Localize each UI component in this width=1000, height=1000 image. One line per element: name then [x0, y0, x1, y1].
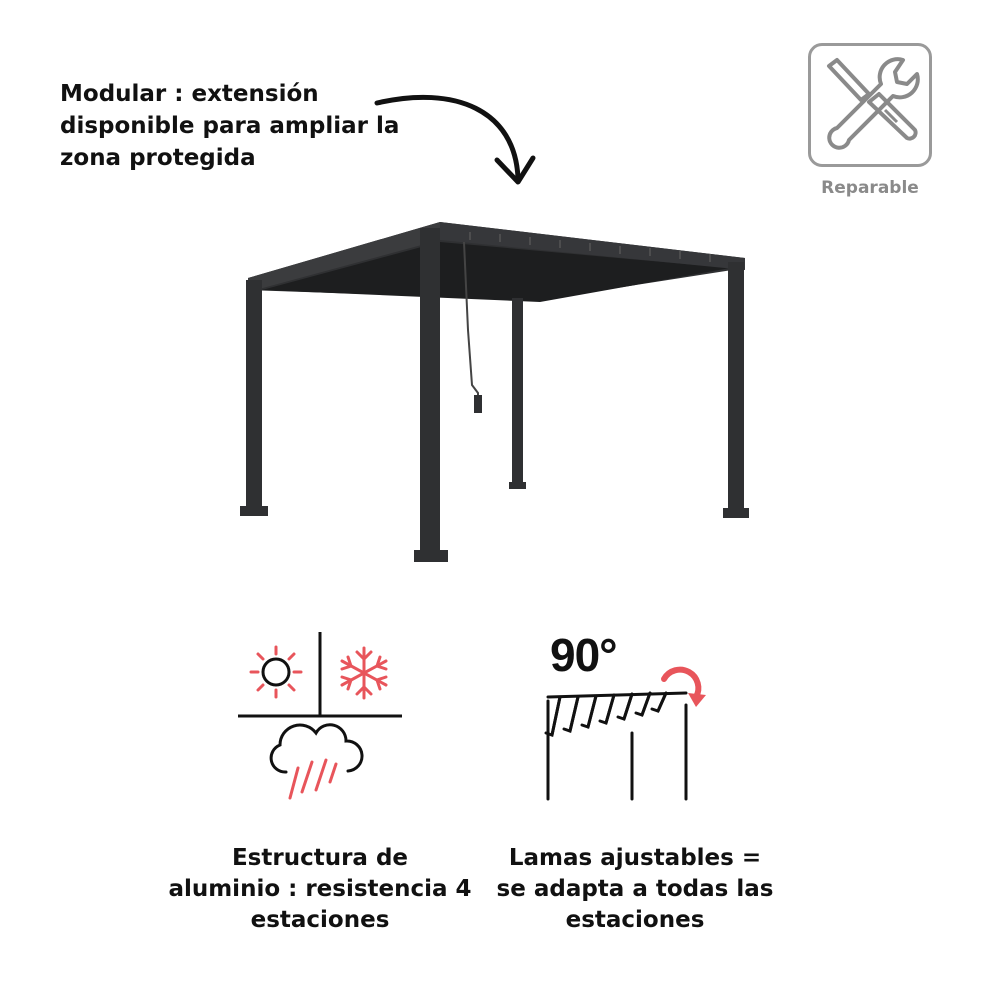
modular-line-1: Modular : extensión	[60, 81, 319, 107]
reparable-badge	[808, 43, 932, 167]
modular-feature-text: Modular : extensión disponible para ampl…	[60, 78, 400, 174]
aluminium-line-1: Estructura de	[231, 845, 409, 871]
aluminium-line-3: estaciones	[250, 907, 390, 933]
modular-line-3: zona protegida	[60, 145, 256, 171]
adjustable-louvres-icon	[544, 666, 706, 801]
louvres-feature-text: Lamas ajustables = se adapta a todas las…	[465, 843, 805, 936]
rain-cloud-icon	[269, 723, 364, 800]
snowflake-icon	[340, 646, 388, 700]
aluminium-line-2: aluminio : resistencia 4	[168, 876, 472, 902]
screwdriver-wrench-icon	[827, 57, 920, 150]
louvres-line-1: Lamas ajustables =	[508, 845, 762, 871]
modular-line-2: disponible para ampliar la	[60, 113, 400, 139]
angle-label: 90°	[550, 629, 618, 681]
louvres-line-3: estaciones	[565, 907, 705, 933]
sun-icon	[249, 645, 303, 699]
seasons-icon	[238, 632, 402, 800]
louvres-line-2: se adapta a todas las	[496, 876, 774, 902]
aluminium-feature-text: Estructura de aluminio : resistencia 4 e…	[150, 843, 490, 936]
reparable-label: Reparable	[821, 178, 919, 198]
